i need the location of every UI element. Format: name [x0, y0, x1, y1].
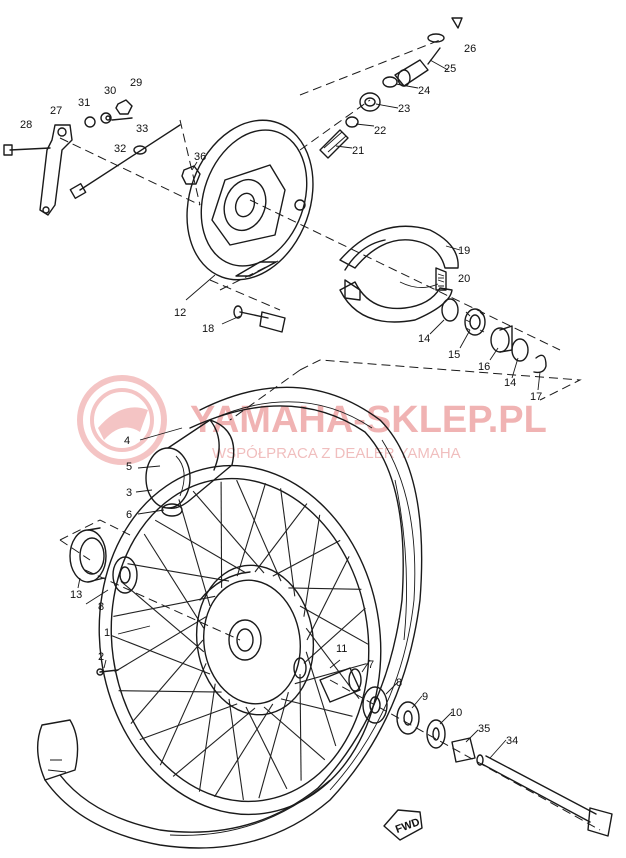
callout-34: 34 — [506, 735, 518, 747]
callout-2: 2 — [98, 651, 104, 663]
callout-35: 35 — [478, 723, 490, 735]
spoke — [172, 707, 256, 777]
brake-cam-lever — [3, 124, 73, 216]
tire-valve — [233, 305, 286, 333]
callout-labels: 1 2 3 4 5 6 7 8 8 9 10 11 12 13 14 14 15… — [20, 43, 542, 747]
assembly-guide-lines — [59, 39, 601, 831]
callout-19: 19 — [458, 245, 470, 257]
spoke — [303, 607, 366, 664]
callout-30: 30 — [104, 85, 116, 97]
spoke — [303, 514, 321, 617]
brake-shoes — [339, 225, 459, 323]
callout-4: 4 — [124, 435, 130, 447]
callout-25: 25 — [444, 63, 456, 75]
watermark: YAMAHA-SKLEP.PL WSPÓŁPRACA Z DEALER YAMA… — [77, 375, 547, 465]
watermark-subtitle: WSPÓŁPRACA Z DEALER YAMAHA — [212, 445, 461, 462]
spoke — [228, 698, 244, 800]
spoke — [306, 556, 350, 641]
spoke — [198, 683, 216, 792]
spoke — [263, 706, 326, 761]
callout-27: 27 — [50, 105, 62, 117]
callout-10: 10 — [450, 707, 462, 719]
spoke — [254, 503, 308, 573]
spoke — [245, 706, 288, 790]
spoke — [154, 519, 247, 574]
spoke — [118, 690, 222, 693]
callout-7: 7 — [368, 659, 374, 671]
spoke — [236, 483, 267, 577]
spoke — [120, 580, 205, 653]
spoke — [280, 488, 296, 597]
brake-cam-parts — [319, 17, 463, 159]
callout-6: 6 — [126, 509, 132, 521]
fwd-label: FWD — [394, 816, 422, 836]
spoke — [288, 587, 362, 590]
spoke — [192, 490, 265, 574]
hub — [195, 564, 315, 716]
callout-36: 36 — [194, 151, 206, 163]
callout-9: 9 — [422, 691, 428, 703]
fwd-arrow-icon: FWD — [383, 809, 423, 841]
callout-11: 11 — [336, 643, 347, 655]
callout-5: 5 — [126, 461, 132, 473]
callout-14-b: 14 — [504, 377, 516, 389]
callout-17: 17 — [530, 391, 542, 403]
callout-16: 16 — [478, 361, 490, 373]
callout-20: 20 — [458, 273, 470, 285]
spoke — [272, 539, 341, 577]
spoke — [178, 499, 211, 607]
brake-panel — [186, 119, 314, 281]
callout-32: 32 — [114, 143, 126, 155]
callout-21: 21 — [352, 145, 364, 157]
spoke — [280, 698, 353, 717]
callout-8-right: 8 — [396, 677, 402, 689]
spoke — [143, 533, 205, 629]
callout-33: 33 — [136, 123, 148, 135]
spoke — [214, 703, 274, 798]
spoke — [139, 703, 238, 741]
callout-23: 23 — [398, 103, 410, 115]
callout-28: 28 — [20, 119, 32, 131]
watermark-brand: YAMAHA-SKLEP.PL — [190, 399, 547, 441]
callout-24: 24 — [418, 85, 430, 97]
spoke — [220, 481, 223, 588]
spoke — [113, 595, 216, 617]
callout-8-left: 8 — [98, 601, 104, 613]
callout-14-a: 14 — [418, 333, 430, 345]
spoke — [258, 691, 289, 799]
brake-rod-parts — [69, 99, 201, 200]
spoke — [130, 639, 204, 724]
spoke — [111, 635, 211, 675]
axle-parts — [319, 667, 613, 837]
spoke — [236, 479, 282, 582]
spoke — [159, 663, 207, 766]
callout-31: 31 — [78, 97, 90, 109]
callout-12: 12 — [174, 307, 186, 319]
callout-22: 22 — [374, 125, 386, 137]
callout-26: 26 — [464, 43, 476, 55]
callout-3: 3 — [126, 487, 132, 499]
left-hub-parts — [69, 527, 138, 676]
spokes — [111, 479, 369, 800]
spoke — [299, 605, 369, 645]
tire — [37, 386, 423, 849]
leader-lines — [77, 59, 541, 759]
callout-1: 1 — [104, 627, 110, 639]
watermark-logo-icon — [77, 375, 167, 465]
callout-13: 13 — [70, 589, 82, 601]
spoke — [127, 563, 230, 582]
spoke — [114, 616, 207, 673]
rim — [98, 464, 382, 816]
callout-18: 18 — [202, 323, 214, 335]
speedometer-drive-parts — [441, 298, 547, 374]
callout-29: 29 — [130, 77, 142, 89]
callout-15: 15 — [448, 349, 460, 361]
